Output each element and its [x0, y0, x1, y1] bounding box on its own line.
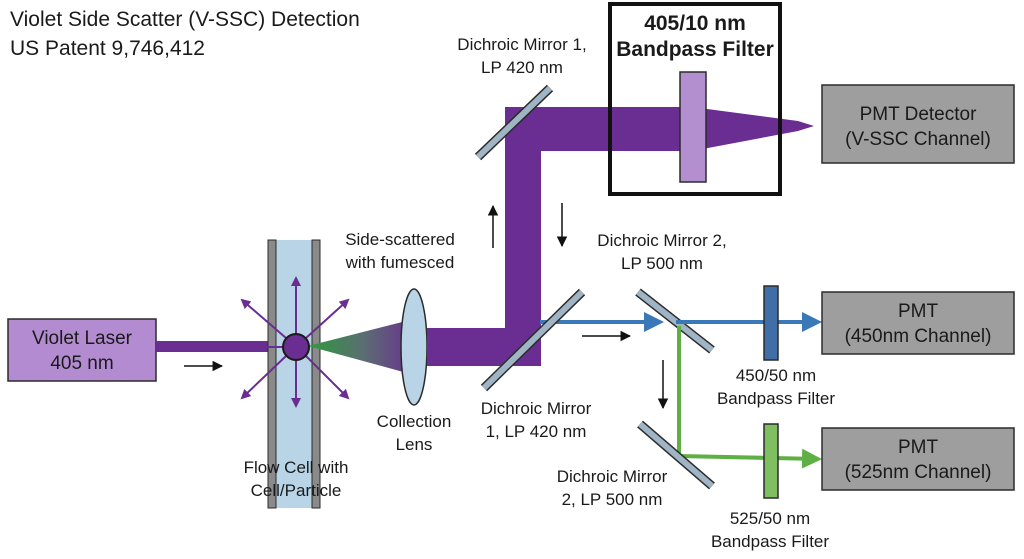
pmt-525-label-2: (525nm Channel) — [845, 462, 992, 483]
violet-laser-box: Violet Laser 405 nm — [8, 319, 156, 381]
mirror1-bottom-label-2: 1, LP 420 nm — [486, 422, 587, 441]
flow-cell-label-2: Cell/Particle — [251, 481, 342, 500]
particle — [283, 334, 309, 360]
mirror1-bottom-label-1: Dichroic Mirror — [481, 399, 592, 418]
pmt-525-label-1: PMT — [898, 437, 939, 458]
filter-405 — [680, 72, 706, 182]
mirror1-top-label-2: LP 420 nm — [481, 58, 563, 77]
collection-lens — [401, 289, 427, 405]
side-scatter-label-2: with fumesced — [345, 253, 455, 272]
pmt-vssc-label-2: (V-SSC Channel) — [845, 129, 991, 150]
bandpass-525-label-2: Bandpass Filter — [711, 532, 829, 551]
laser-label-line-1: Violet Laser — [32, 328, 133, 349]
title-line-2: US Patent 9,746,412 — [10, 37, 205, 60]
mirror2-top-label-1: Dichroic Mirror 2, — [597, 231, 726, 250]
mirror2-bottom-label-1: Dichroic Mirror — [557, 467, 668, 486]
mirror1-top-label-1: Dichroic Mirror 1, — [457, 35, 586, 54]
title-line-1: Violet Side Scatter (V-SSC) Detection — [10, 8, 360, 31]
pmt-525-box: PMT (525nm Channel) — [822, 428, 1014, 490]
bandpass-405-label-1: 405/10 nm — [644, 12, 746, 35]
collection-lens-label-1: Collection — [377, 412, 452, 431]
bandpass-450-label-1: 450/50 nm — [736, 366, 816, 385]
bandpass-405-label-2: Bandpass Filter — [616, 38, 774, 61]
collection-lens-label-2: Lens — [396, 435, 433, 454]
bandpass-450-label-2: Bandpass Filter — [717, 389, 835, 408]
pmt-vssc-label-1: PMT Detector — [860, 104, 978, 125]
filter-450 — [764, 286, 778, 360]
bandpass-525-label-1: 525/50 nm — [730, 509, 810, 528]
mirror2-top-label-2: LP 500 nm — [621, 254, 703, 273]
bandpass-405-box: 405/10 nm Bandpass Filter — [610, 4, 780, 194]
flow-cell-label-1: Flow Cell with — [244, 458, 349, 477]
mirror2-bottom-label-2: 2, LP 500 nm — [562, 490, 663, 509]
pmt-vssc-box: PMT Detector (V-SSC Channel) — [822, 85, 1014, 163]
green-beam-horizontal — [679, 456, 818, 459]
violet-beam-focus — [692, 107, 814, 151]
violet-beam-filter-segment — [600, 107, 692, 151]
pmt-450-box: PMT (450nm Channel) — [822, 292, 1014, 354]
pmt-450-label-2: (450nm Channel) — [845, 326, 992, 347]
laser-label-line-2: 405 nm — [50, 353, 113, 374]
filter-525 — [764, 424, 778, 498]
pmt-450-label-1: PMT — [898, 301, 939, 322]
side-scatter-label-1: Side-scattered — [345, 230, 455, 249]
